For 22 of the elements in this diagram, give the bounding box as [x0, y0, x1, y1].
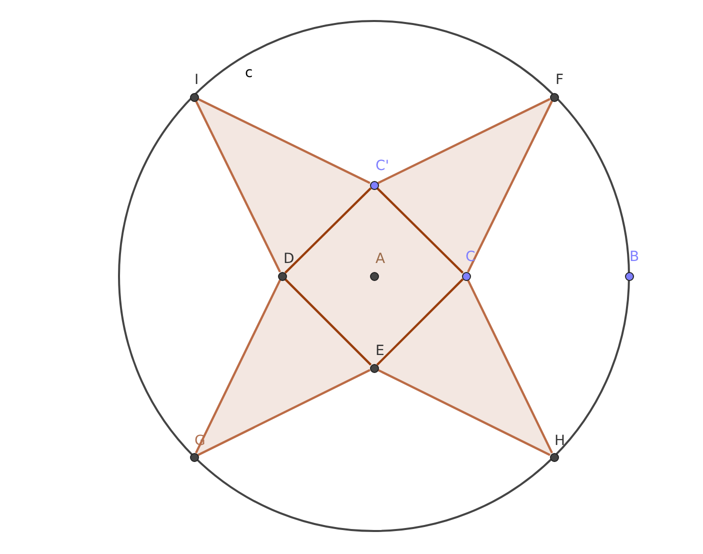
circle-label: c: [245, 65, 253, 81]
segment: [198, 369, 370, 456]
point-label: B: [630, 248, 640, 264]
point-label: C: [466, 248, 476, 264]
point-label: D: [284, 250, 294, 266]
segment: [378, 369, 550, 456]
segment: [284, 278, 372, 366]
segment: [466, 280, 554, 454]
segment: [376, 278, 464, 366]
segment: [195, 100, 281, 272]
point-label: A: [376, 250, 386, 266]
segment: [376, 187, 464, 274]
segment: [467, 100, 553, 272]
segment: [284, 187, 372, 274]
segment: [198, 98, 370, 184]
point-label: H: [554, 432, 566, 448]
segment: [378, 98, 550, 184]
segment: [194, 280, 282, 454]
point-label: F: [556, 72, 564, 88]
point-label: I: [194, 72, 199, 88]
point-label: E: [376, 342, 384, 358]
point-label: C': [376, 158, 390, 174]
